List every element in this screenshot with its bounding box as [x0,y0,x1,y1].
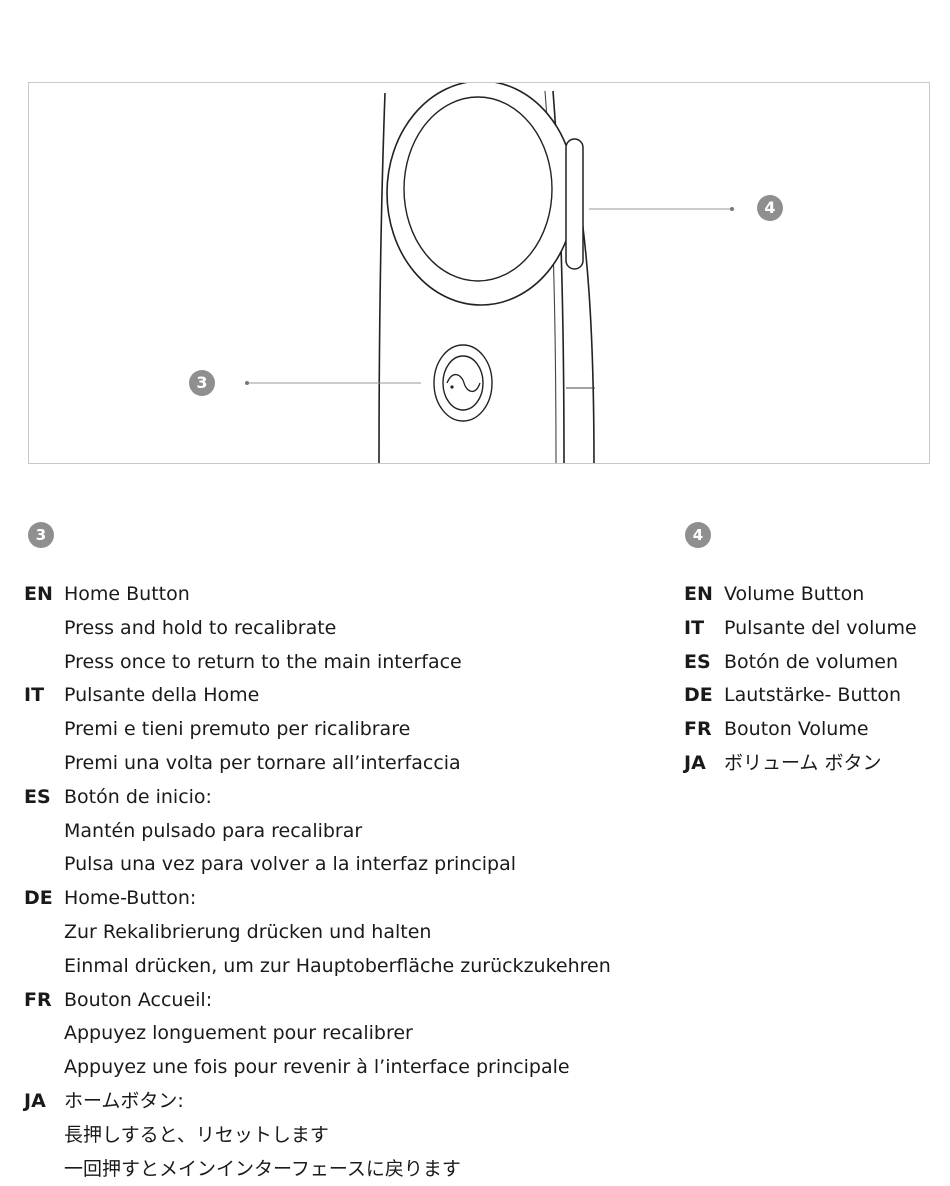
device-left-edge [378,92,386,463]
home-button-inner [442,355,484,411]
callout-badge-4: 4 [757,195,783,221]
language-code: FR [24,988,52,1011]
home-entry-fr: FR Bouton Accueil: Appuyez longuement pou… [24,984,611,1085]
entry-title: Home Button [64,583,190,605]
home-entry-ja: JA ホームボタン: 長押しすると、リセットします 一回押すとメインインターフェー… [24,1085,611,1186]
home-entry-es: ES Botón de inicio: Mantén pulsado para r… [24,781,611,882]
entry-line: Appuyez une fois pour revenir à l’interf… [64,1056,570,1079]
entry-line: 一回押すとメインインターフェースに戻ります [64,1157,461,1180]
volume-button-descriptions: EN Volume Button IT Pulsante del volume ES… [684,578,917,781]
language-code: JA [24,1089,46,1112]
volume-entry-es: ES Botón de volumen [684,646,917,680]
entry-line: Mantén pulsado para recalibrar [64,819,363,842]
entry-title: Pulsante della Home [64,684,260,707]
entry-line: Appuyez longuement pour recalibrer [64,1022,413,1045]
entry-line: Premi una volta per tornare all’interfac… [64,751,461,774]
language-code: DE [684,684,713,707]
language-code: IT [684,616,705,639]
language-code: FR [684,718,712,741]
language-code: EN [24,583,53,605]
language-code: ES [684,650,711,673]
language-code: IT [24,684,45,707]
entry-line: Pulsa una vez para volver a la interfaz … [64,853,517,876]
entry-title: Pulsante del volume [724,616,917,639]
entry-title: Volume Button [724,583,865,605]
entry-title: ボリューム ボタン [724,751,882,774]
lens-inner-ring [403,96,553,282]
volume-entry-fr: FR Bouton Volume [684,713,917,747]
entry-title: Botón de volumen [724,650,899,673]
language-code: EN [684,583,713,605]
language-code: ES [24,785,51,808]
volume-entry-en: EN Volume Button [684,578,917,612]
language-code: DE [24,887,53,910]
entry-line: Premi e tieni premuto per ricalibrare [64,718,411,741]
callout-badge-3: 3 [189,370,215,396]
entry-line: Zur Rekalibrierung drücken und halten [64,920,432,943]
language-code: JA [684,751,706,774]
volume-button-shape [565,138,584,270]
home-wave-icon [446,374,481,392]
entry-title: Botón de inicio: [64,785,212,808]
entry-line: 長押しすると、リセットします [64,1123,329,1146]
home-dot-icon [450,385,454,389]
volume-entry-it: IT Pulsante del volume [684,612,917,646]
entry-line: Press once to return to the main interfa… [64,650,462,673]
entry-title: Lautstärke- Button [724,684,902,707]
volume-entry-ja: JA ボリューム ボタン [684,747,917,781]
section-badge-home: 3 [28,522,54,548]
entry-title: Home-Button: [64,887,197,910]
home-entry-it: IT Pulsante della Home Premi e tieni prem… [24,679,611,780]
entry-line: Press and hold to recalibrate [64,616,337,639]
home-entry-en: EN Home Button Press and hold to recalibr… [24,578,611,679]
section-badge-volume: 4 [685,522,711,548]
device-diagram: 3 4 [28,82,930,464]
entry-line: Einmal drücken, um zur Hauptoberfläche z… [64,954,611,977]
entry-title: Bouton Accueil: [64,988,213,1011]
entry-title: Bouton Volume [724,718,869,741]
volume-entry-de: DE Lautstärke- Button [684,679,917,713]
home-button-descriptions: EN Home Button Press and hold to recalibr… [24,578,611,1186]
entry-title: ホームボタン: [64,1089,184,1112]
device-illustration [245,83,734,463]
home-entry-de: DE Home-Button: Zur Rekalibrierung drücke… [24,882,611,983]
